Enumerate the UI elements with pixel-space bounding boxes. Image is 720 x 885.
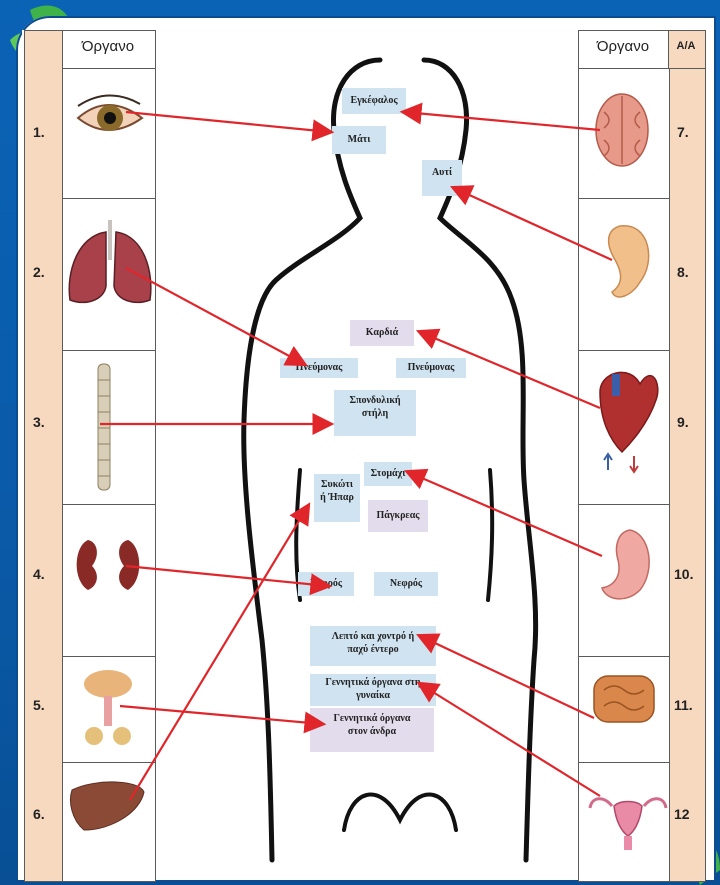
arrow-eye: [126, 112, 330, 132]
arrow-ear: [454, 188, 612, 260]
arrow-male: [120, 706, 322, 724]
arrow-female: [420, 684, 600, 796]
arrow-heart: [420, 332, 600, 408]
arrow-intestines: [420, 636, 594, 718]
arrow-brain: [404, 112, 600, 130]
arrow-liver: [130, 506, 308, 800]
arrow-kidneys: [126, 566, 328, 586]
arrow-stomach: [408, 472, 602, 556]
arrow-lungs: [126, 268, 304, 364]
